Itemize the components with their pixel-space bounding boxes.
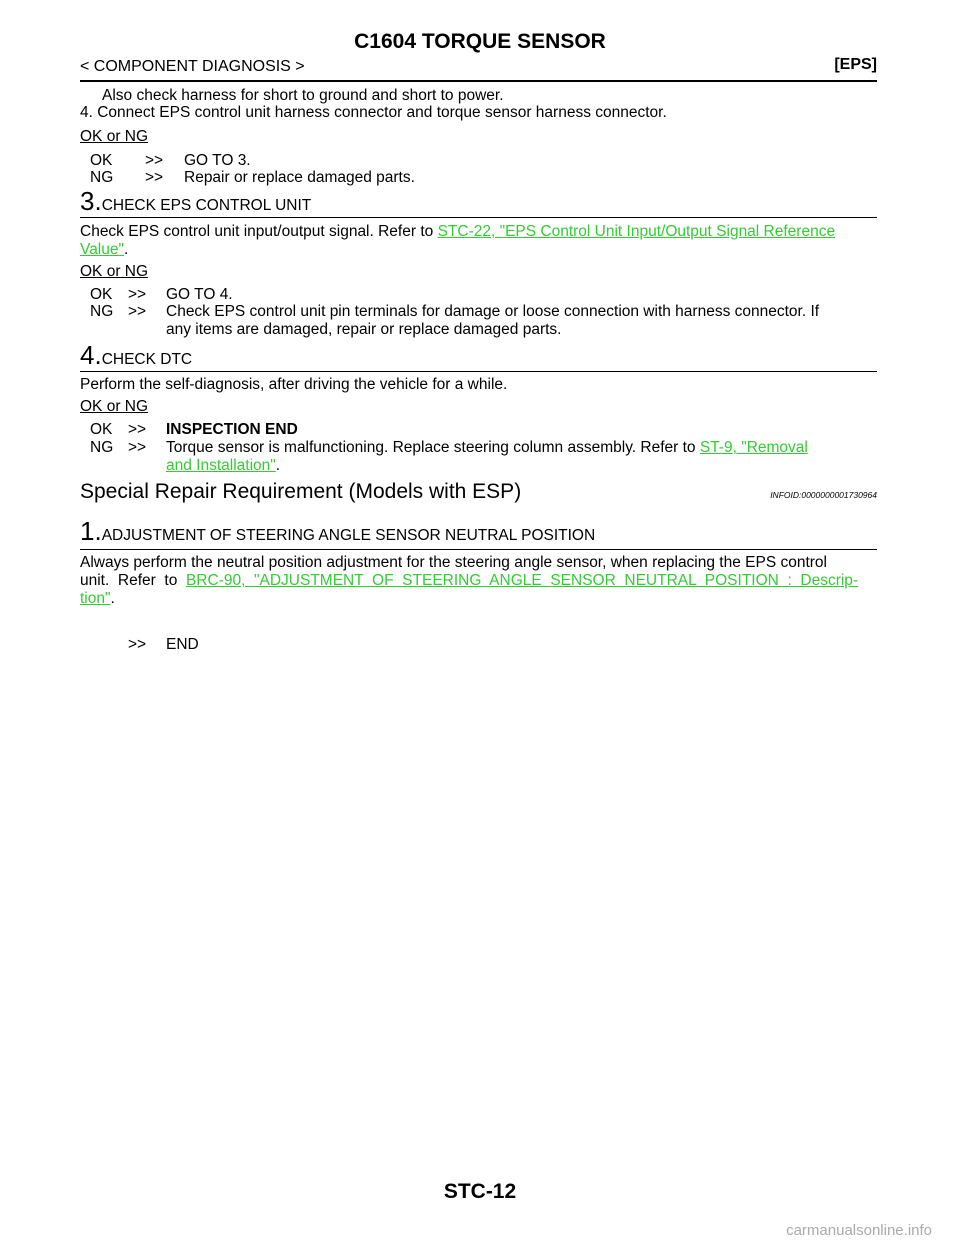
intro-ok-row: OK >> GO TO 3. [90, 151, 251, 170]
special-step-1-number: 1. [80, 516, 102, 546]
special-step-1-line-3: tion". [80, 589, 115, 608]
brc-90-link[interactable]: BRC-90, "ADJUSTMENT OF STEERING ANGLE SE… [185, 572, 859, 589]
step-4-title: CHECK DTC [101, 351, 193, 368]
end-arrow: >> [128, 636, 147, 653]
watermark: carmanualsonline.info [786, 1222, 932, 1239]
intro-okng-label: OK or NG [80, 128, 149, 145]
step-3-okng-label: OK or NG [80, 263, 149, 280]
ng-arrow: >> [128, 303, 147, 320]
step-3-text-line-2: Value". [80, 240, 128, 259]
special-step-1-divider [80, 549, 877, 550]
ok-text: GO TO 3. [184, 152, 251, 169]
header-divider [80, 80, 877, 82]
step-4-text: Perform the self-diagnosis, after drivin… [80, 376, 508, 393]
step-4-okng-label: OK or NG [80, 398, 149, 415]
special-step-1-line-1: Always perform the neutral position adju… [80, 554, 827, 571]
step-3-number: 3. [80, 186, 102, 216]
page-title: C1604 TORQUE SENSOR [354, 30, 606, 53]
special-step-1-title: ADJUSTMENT OF STEERING ANGLE SENSOR NEUT… [101, 527, 596, 544]
step-3-period: . [124, 241, 129, 258]
ng-text-line-1: Check EPS control unit pin terminals for… [166, 303, 820, 320]
step-4-number: 4. [80, 340, 102, 370]
end-row: >> END [128, 635, 199, 654]
step-3-title: CHECK EPS CONTROL UNIT [101, 197, 312, 214]
step-3-text-line-1: Check EPS control unit input/output sign… [80, 222, 835, 241]
step-3-ng-text-line-2: any items are damaged, repair or replace… [166, 321, 562, 338]
section-tag: [EPS] [834, 56, 877, 73]
special-step-1-line-2: unit. Refer to BRC-90, "ADJUSTMENT OF ST… [80, 571, 858, 590]
ok-text: INSPECTION END [166, 421, 298, 438]
special-step-1-heading: 1.ADJUSTMENT OF STEERING ANGLE SENSOR NE… [80, 516, 595, 547]
ng-text: Repair or replace damaged parts. [184, 169, 415, 186]
intro-line-2: 4. Connect EPS control unit harness conn… [80, 104, 667, 121]
special-step-1-refer: unit. Refer to [80, 572, 186, 589]
ok-label: OK [90, 286, 113, 303]
section-title: Special Repair Requirement (Models with … [80, 480, 522, 503]
ng-label: NG [90, 303, 114, 320]
intro-line-1: Also check harness for short to ground a… [102, 87, 504, 104]
ok-label: OK [90, 421, 113, 438]
ng-arrow: >> [128, 439, 147, 456]
ng-arrow: >> [145, 169, 164, 186]
step-3-text: Check EPS control unit input/output sign… [80, 223, 438, 240]
ok-label: OK [90, 152, 113, 169]
special-step-1-period: . [110, 590, 115, 607]
ng-text: Torque sensor is malfunctioning. Replace… [166, 439, 700, 456]
step-4-ng-line-2: and Installation". [166, 456, 280, 475]
stc-22-link[interactable]: STC-22, "EPS Control Unit Input/Output S… [437, 223, 836, 240]
brc-90-link-cont[interactable]: tion" [80, 590, 111, 607]
page-number: STC-12 [443, 1180, 517, 1203]
intro-ng-row: NG >> Repair or replace damaged parts. [90, 168, 415, 187]
step-3-ng-row: NG >> Check EPS control unit pin terminals… [90, 302, 819, 321]
step-4-heading: 4.CHECK DTC [80, 340, 192, 371]
step-3-ok-row: OK >> GO TO 4. [90, 285, 233, 304]
breadcrumb: < COMPONENT DIAGNOSIS > [80, 58, 305, 75]
step-4-divider [80, 371, 877, 372]
ok-arrow: >> [128, 421, 147, 438]
stc-22-link-cont[interactable]: Value" [80, 241, 124, 258]
info-id: INFOID:0000000001730964 [770, 490, 877, 500]
ok-arrow: >> [128, 286, 147, 303]
ok-arrow: >> [145, 152, 164, 169]
step-4-ok-row: OK >> INSPECTION END [90, 420, 298, 439]
ng-label: NG [90, 169, 114, 186]
step-4-ng-row: NG >> Torque sensor is malfunctioning. Rep… [90, 438, 808, 457]
step-3-heading: 3.CHECK EPS CONTROL UNIT [80, 186, 311, 217]
st-9-link-cont[interactable]: and Installation" [166, 457, 276, 474]
step-3-divider [80, 217, 877, 218]
end-text: END [166, 636, 199, 653]
ng-label: NG [90, 439, 114, 456]
step-4-period: . [275, 457, 281, 474]
ok-text: GO TO 4. [166, 286, 233, 303]
st-9-link[interactable]: ST-9, "Removal [699, 439, 808, 456]
